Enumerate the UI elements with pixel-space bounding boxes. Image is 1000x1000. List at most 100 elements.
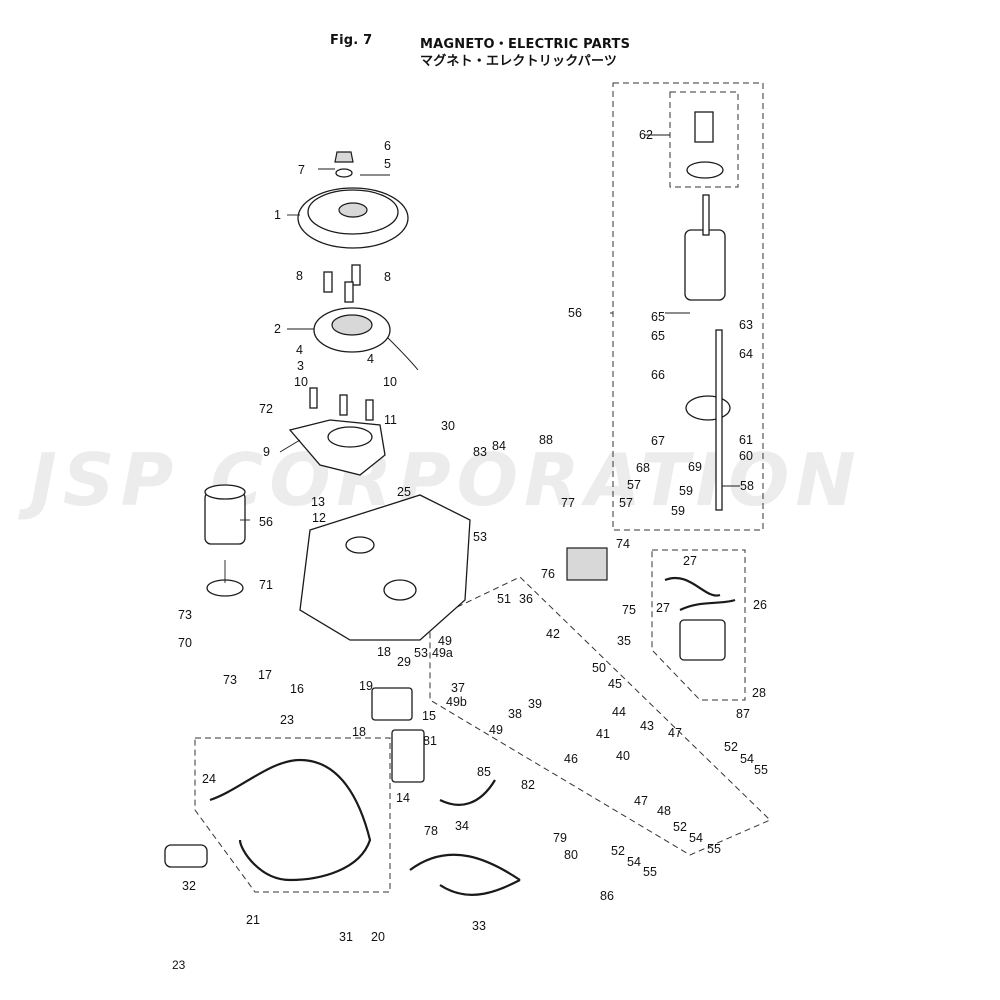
callout-78: 78 [424, 824, 438, 838]
callout-10: 10 [294, 375, 308, 389]
callout-3: 3 [297, 359, 304, 373]
callout-49a: 49a [432, 646, 453, 660]
callout-15: 15 [422, 709, 436, 723]
flywheel-part [297, 151, 409, 249]
callout-32: 32 [182, 879, 196, 893]
callout-74: 74 [616, 537, 630, 551]
callout-10b: 10 [383, 375, 397, 389]
callout-87: 87 [736, 707, 750, 721]
callout-75: 75 [622, 603, 636, 617]
callout-4b: 4 [367, 352, 374, 366]
ignition-coil-part [664, 576, 736, 661]
callout-7: 7 [298, 163, 305, 177]
callout-53b: 53 [414, 646, 428, 660]
callout-54c: 54 [627, 855, 641, 869]
regulator-part [566, 547, 608, 581]
callout-14: 14 [396, 791, 410, 805]
callout-86: 86 [600, 889, 614, 903]
callout-53: 53 [473, 530, 487, 544]
callout-73: 73 [178, 608, 192, 622]
starter-motor-lower [204, 484, 246, 597]
callout-84: 84 [492, 439, 506, 453]
callout-52b: 52 [673, 820, 687, 834]
callout-55: 55 [754, 763, 768, 777]
callout-61: 61 [739, 433, 753, 447]
callout-50: 50 [592, 661, 606, 675]
callout-69: 69 [688, 460, 702, 474]
callout-46: 46 [564, 752, 578, 766]
callout-48: 48 [657, 804, 671, 818]
callout-27b: 27 [656, 601, 670, 615]
wire-harness [209, 758, 372, 882]
callout-labels: 1 2 3 4 4 5 6 7 8 8 9 10 10 11 12 13 14 … [178, 128, 768, 944]
callout-5: 5 [384, 157, 391, 171]
callout-45: 45 [608, 677, 622, 691]
callout-23: 23 [280, 713, 294, 727]
callout-62: 62 [639, 128, 653, 142]
group-box-26 [651, 549, 746, 701]
callout-49b: 49b [446, 695, 467, 709]
callout-47: 47 [668, 726, 682, 740]
callout-52: 52 [724, 740, 738, 754]
callout-20: 20 [371, 930, 385, 944]
group-box-56 [612, 82, 764, 531]
callout-65b: 65 [651, 329, 665, 343]
callout-56b: 56 [259, 515, 273, 529]
callout-83: 83 [473, 445, 487, 459]
callout-21: 21 [246, 913, 260, 927]
callout-57b: 57 [619, 496, 633, 510]
leader-lines [224, 134, 740, 583]
cdi-unit [371, 687, 425, 783]
callout-44: 44 [612, 705, 626, 719]
callout-88: 88 [539, 433, 553, 447]
callout-42: 42 [546, 627, 560, 641]
callout-8b: 8 [384, 270, 391, 284]
callout-6: 6 [384, 139, 391, 153]
callout-19: 19 [359, 679, 373, 693]
callout-24: 24 [202, 772, 216, 786]
callout-1: 1 [274, 208, 281, 222]
callout-67: 67 [651, 434, 665, 448]
callout-40: 40 [616, 749, 630, 763]
callout-65: 65 [651, 310, 665, 324]
callout-11: 11 [384, 413, 397, 427]
callout-28: 28 [752, 686, 766, 700]
callout-17: 17 [258, 668, 272, 682]
callout-55c: 55 [643, 865, 657, 879]
callout-4: 4 [296, 343, 303, 357]
callout-73b: 73 [223, 673, 237, 687]
callout-68: 68 [636, 461, 650, 475]
callout-30: 30 [441, 419, 455, 433]
callout-47b: 47 [634, 794, 648, 808]
callout-25: 25 [397, 485, 411, 499]
callout-18b: 18 [352, 725, 366, 739]
page-number: 23 [172, 958, 186, 972]
callout-63: 63 [739, 318, 753, 332]
callout-16: 16 [290, 682, 304, 696]
callout-56: 56 [568, 306, 582, 320]
callout-71: 71 [259, 578, 273, 592]
callout-52c: 52 [611, 844, 625, 858]
callout-59: 59 [679, 484, 693, 498]
stator-part [313, 307, 419, 371]
callout-72: 72 [259, 402, 273, 416]
group-box-35 [429, 576, 771, 856]
callout-81: 81 [423, 734, 437, 748]
callout-34: 34 [455, 819, 469, 833]
callout-66: 66 [651, 368, 665, 382]
figure-title-jp: マグネト・エレクトリックパーツ [420, 54, 618, 69]
callout-76: 76 [541, 567, 555, 581]
group-box-62 [669, 91, 739, 188]
callout-85: 85 [477, 765, 491, 779]
callout-58: 58 [740, 479, 754, 493]
bolts-8 [323, 264, 361, 303]
figure-title-en: MAGNETO・ELECTRIC PARTS [420, 37, 631, 52]
callout-36: 36 [519, 592, 533, 606]
callout-29: 29 [397, 655, 411, 669]
callout-54: 54 [740, 752, 754, 766]
callout-39: 39 [528, 697, 542, 711]
callout-54b: 54 [689, 831, 703, 845]
callout-26: 26 [753, 598, 767, 612]
callout-9: 9 [263, 445, 270, 459]
